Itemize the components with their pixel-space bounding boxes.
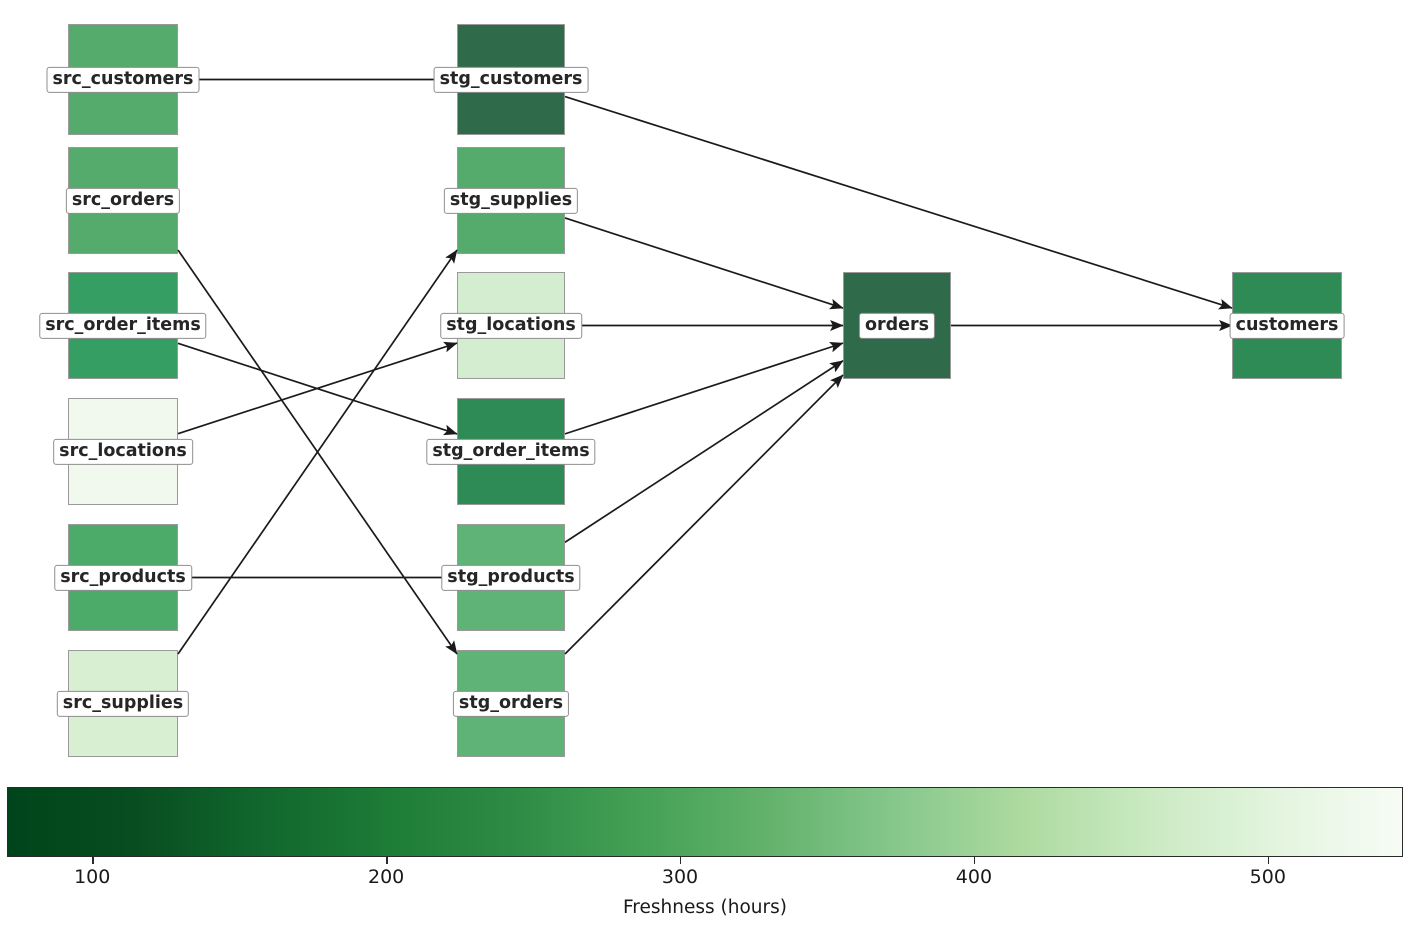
colorbar-axis-label: Freshness (hours) xyxy=(623,897,787,918)
colorbar-tick-mark xyxy=(386,857,388,864)
edge-stg_orders-to-orders xyxy=(564,374,844,655)
node-label-orders[interactable]: orders xyxy=(858,312,936,339)
colorbar-tick-mark xyxy=(1267,857,1270,864)
node-label-stg_supplies[interactable]: stg_supplies xyxy=(443,187,579,214)
colorbar-tick-mark xyxy=(973,857,976,864)
colorbar-tick-label: 300 xyxy=(661,866,699,888)
node-label-stg_orders[interactable]: stg_orders xyxy=(452,690,570,717)
node-label-stg_locations[interactable]: stg_locations xyxy=(440,312,582,339)
colorbar-tick-label: 200 xyxy=(367,866,405,888)
edge-stg_customers-to-customers xyxy=(564,95,1233,310)
node-label-stg_products[interactable]: stg_products xyxy=(441,564,581,591)
edge-stg_products-to-orders xyxy=(564,360,844,543)
edge-src_supplies-to-stg_supplies xyxy=(177,249,458,655)
node-label-src_products[interactable]: src_products xyxy=(54,564,192,591)
node-label-src_orders[interactable]: src_orders xyxy=(65,187,181,214)
node-label-src_supplies[interactable]: src_supplies xyxy=(56,690,190,717)
colorbar-tick-mark xyxy=(92,857,94,864)
node-label-stg_order_items[interactable]: stg_order_items xyxy=(426,438,596,465)
colorbar-tick-label: 500 xyxy=(1249,866,1286,888)
colorbar-gradient xyxy=(7,787,1403,857)
node-label-stg_customers[interactable]: stg_customers xyxy=(433,66,589,93)
colorbar-tick-label: 400 xyxy=(955,866,993,888)
edge-src_locations-to-stg_locations xyxy=(177,341,458,435)
edge-stg_supplies-to-orders xyxy=(564,217,844,310)
node-label-src_customers[interactable]: src_customers xyxy=(46,66,200,93)
edge-stg_order_items-to-orders xyxy=(564,341,844,435)
node-label-customers[interactable]: customers xyxy=(1229,312,1345,339)
node-label-src_locations[interactable]: src_locations xyxy=(53,438,193,465)
colorbar-tick-label: 100 xyxy=(74,866,111,888)
node-label-src_order_items[interactable]: src_order_items xyxy=(39,312,207,339)
colorbar-tick-mark xyxy=(680,857,682,864)
